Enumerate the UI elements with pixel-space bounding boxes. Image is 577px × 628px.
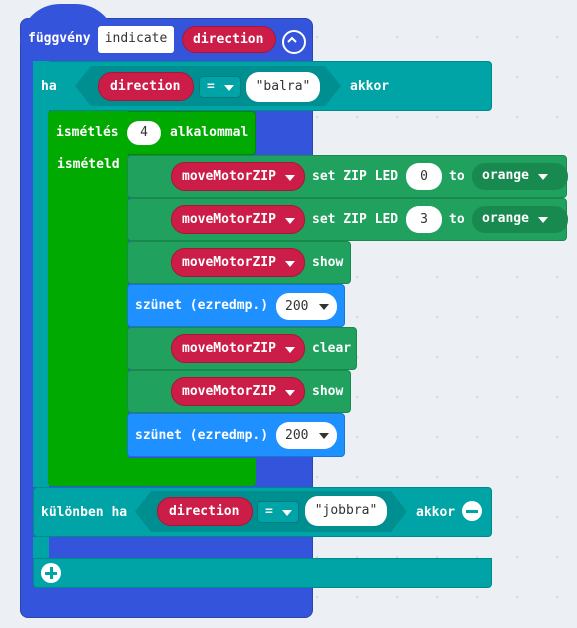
chevron-down-icon [224,85,234,91]
statement-action: set ZIP LED [312,212,399,227]
motor-var-3[interactable]: moveMotorZIP [171,248,305,277]
if-var[interactable]: direction [98,72,194,101]
motor-var-2[interactable]: moveMotorZIP [171,205,305,234]
repeat-count: 4 [140,125,148,140]
chevron-down-icon [538,174,548,180]
motor-var-label: moveMotorZIP [182,169,276,184]
led-index-field[interactable]: 0 [406,163,442,190]
color-value: orange [482,211,529,226]
pause-ms-dropdown[interactable]: 200 [276,293,337,320]
statement-action: show [312,255,344,270]
chevron-down-icon [285,390,295,396]
chevron-down-icon [319,433,329,439]
chevron-down-icon [319,304,329,310]
repeat-footer [48,458,256,486]
to-label: to [449,169,465,184]
color-value: orange [482,168,529,183]
if-then-label: akkor [350,79,390,94]
elseif-value: "jobbra" [314,503,378,518]
motor-var-label: moveMotorZIP [182,384,276,399]
repeat-times-label: alkalommal [170,125,249,140]
plus-circle-icon[interactable] [41,563,61,583]
elseif-then-label: akkor [416,505,456,520]
if-var-label: direction [110,79,181,94]
chevron-up-icon[interactable] [282,30,306,54]
elseif-keyword: különben ha [41,505,128,520]
pause-ms-dropdown[interactable]: 200 [276,422,337,449]
led-index: 3 [420,212,428,227]
statement-action: show [312,384,344,399]
repeat-do-label: ismételd [57,157,120,172]
chevron-down-icon [285,218,295,224]
function-keyword: függvény [28,31,91,46]
pause-label: szünet (ezredmp.) [135,428,269,443]
elseif-op-label: = [265,504,273,519]
function-name: indicate [104,31,168,46]
repeat-count-field[interactable]: 4 [127,121,161,145]
statement-action: clear [312,341,352,356]
motor-var-1[interactable]: moveMotorZIP [171,162,305,191]
motor-var-label: moveMotorZIP [182,255,276,270]
if-body-left [33,61,49,487]
color-dropdown[interactable]: orange [472,163,568,190]
if-footer [33,558,492,588]
chevron-down-icon [282,510,292,516]
pause-ms: 200 [285,428,309,443]
elseif-value-field[interactable]: "jobbra" [305,496,387,526]
if-keyword: ha [41,79,57,94]
color-dropdown[interactable]: orange [472,206,568,233]
elseif-body-left [33,537,49,559]
to-label: to [449,212,465,227]
minus-circle-icon[interactable] [462,501,482,521]
elseif-var-label: direction [169,504,240,519]
led-index: 0 [420,169,428,184]
motor-var-label: moveMotorZIP [182,212,276,227]
motor-var-5[interactable]: moveMotorZIP [171,334,305,363]
chevron-down-icon [285,261,295,267]
if-value: "balra" [255,79,311,94]
elseif-var[interactable]: direction [157,497,253,526]
chevron-down-icon [538,217,548,223]
motor-var-6[interactable]: moveMotorZIP [171,377,305,406]
chevron-down-icon [285,175,295,181]
if-op-label: = [207,79,215,94]
pause-label: szünet (ezredmp.) [135,298,269,313]
motor-var-label: moveMotorZIP [182,341,276,356]
function-param[interactable]: direction [182,26,276,53]
repeat-body-left [48,111,128,486]
if-value-field[interactable]: "balra" [246,72,320,102]
function-param-label: direction [193,32,264,47]
statement-action: set ZIP LED [312,169,399,184]
function-name-field[interactable]: indicate [98,26,174,53]
chevron-down-icon [285,347,295,353]
repeat-keyword: ismétlés [56,125,119,140]
elseif-op-dropdown[interactable]: = [257,501,299,523]
if-op-dropdown[interactable]: = [199,76,241,98]
pause-ms: 200 [285,299,309,314]
led-index-field[interactable]: 3 [406,206,442,233]
